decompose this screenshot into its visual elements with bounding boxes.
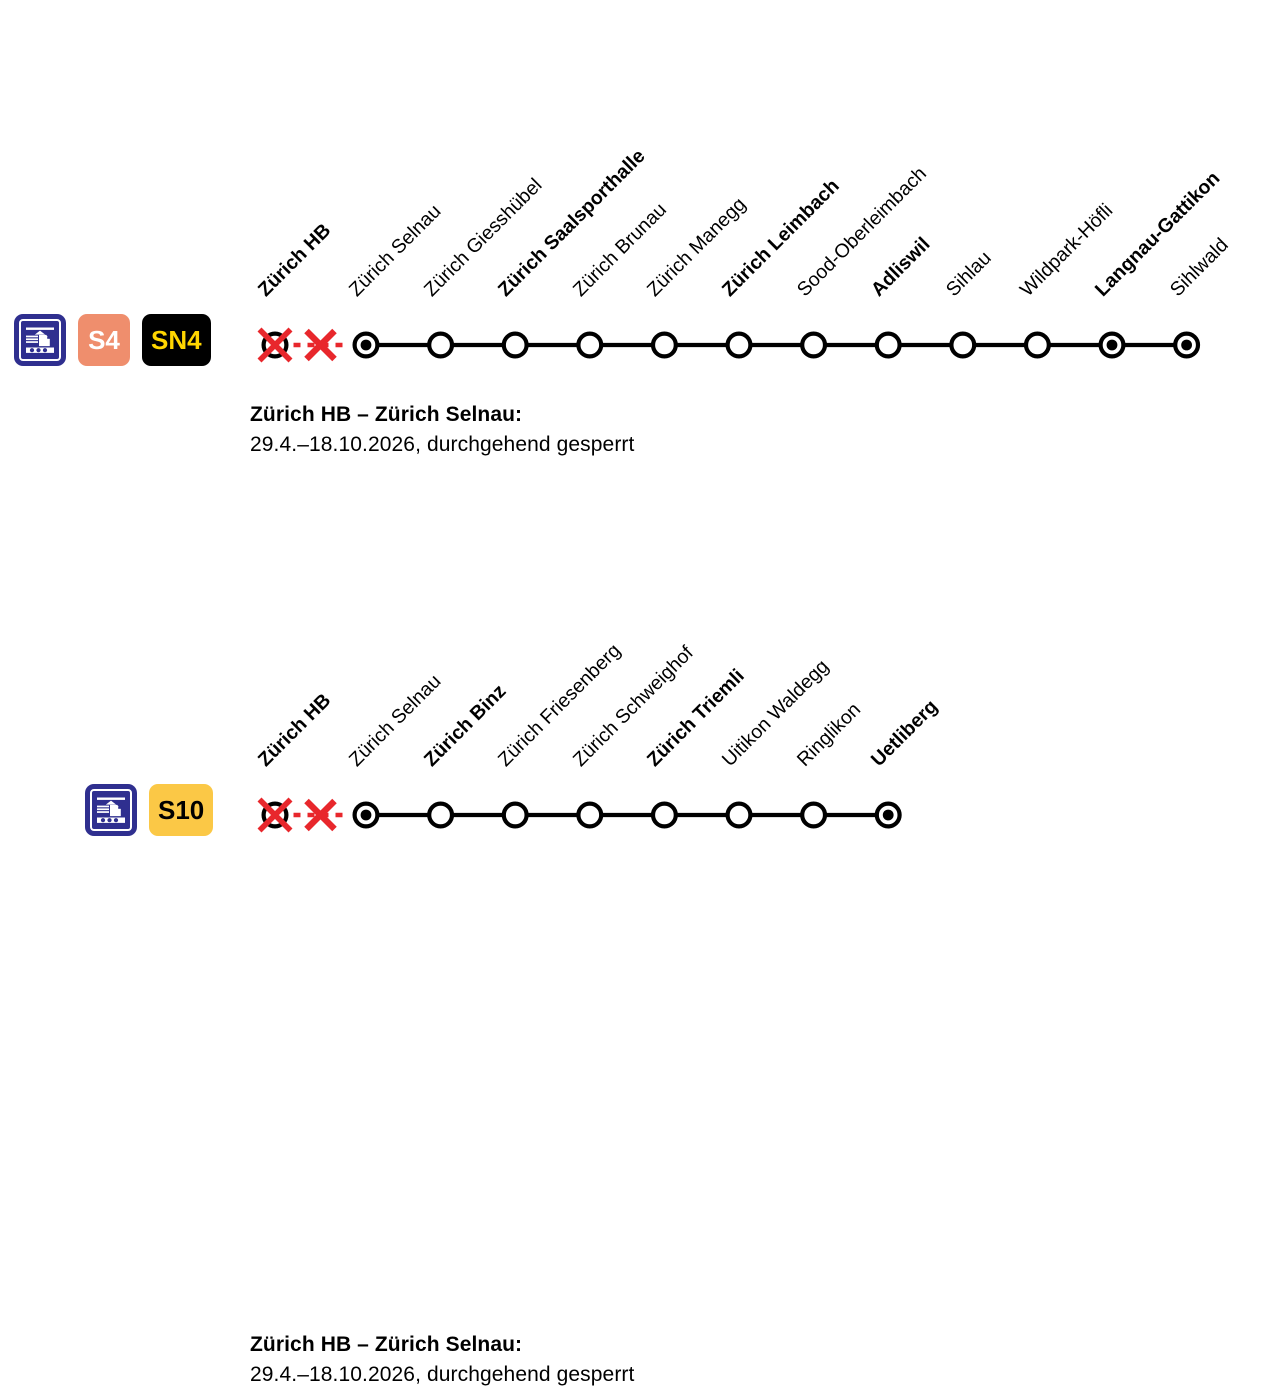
station-closed-cross-icon (257, 327, 293, 363)
station-label: Zürich Friesenberg (493, 639, 626, 771)
station-marker-stop[interactable] (576, 331, 604, 359)
closure-caption-s4: Zürich HB – Zürich Selnau: 29.4.–18.10.2… (250, 400, 634, 461)
station-label: Sood-Oberleimbach (792, 162, 931, 301)
station-marker-stop[interactable] (650, 801, 678, 829)
service-badge-s4[interactable]: S4 (78, 314, 130, 366)
service-badge-sn4[interactable]: SN4 (142, 314, 211, 366)
station-label: Zürich HB (253, 219, 336, 301)
station-marker-stop[interactable] (501, 331, 529, 359)
station-marker-stop[interactable] (800, 801, 828, 829)
closure-caption-title: Zürich HB – Zürich Selnau: (250, 1333, 523, 1356)
station-marker-stop[interactable] (650, 331, 678, 359)
terminus-dot (360, 339, 372, 351)
service-badges-row: S4 SN4 (14, 314, 211, 366)
station-marker-stop[interactable] (427, 331, 455, 359)
station-marker-stop[interactable] (725, 331, 753, 359)
station-marker-stop[interactable] (1023, 331, 1051, 359)
station-marker-stop[interactable] (427, 801, 455, 829)
terminus-dot (360, 809, 372, 821)
station-marker-stop[interactable] (874, 331, 902, 359)
station-marker-stop[interactable] (501, 801, 529, 829)
station-label: Zürich Saalsporthalle (493, 145, 650, 301)
station-marker-stop[interactable] (949, 331, 977, 359)
station-closed-cross-icon (257, 797, 293, 833)
train-icon (14, 314, 66, 366)
closure-caption-detail: 29.4.–18.10.2026, durchgehend gesperrt (250, 433, 635, 457)
train-icon-frame (90, 789, 132, 831)
closure-caption-detail: 29.4.–18.10.2026, durchgehend gesperrt (250, 1363, 635, 1387)
station-label: Zürich HB (253, 689, 336, 771)
service-badge-s10[interactable]: S10 (149, 784, 214, 836)
station-marker-stop[interactable] (576, 801, 604, 829)
closure-caption-s10: Zürich HB – Zürich Selnau: 29.4.–18.10.2… (250, 1330, 634, 1391)
train-icon (85, 784, 137, 836)
terminus-dot (1181, 339, 1192, 351)
terminus-dot (1106, 339, 1118, 351)
station-marker-stop[interactable] (725, 801, 753, 829)
station-label: Langnau-Gattikon (1090, 167, 1225, 301)
route-line-s4 (0, 290, 1280, 390)
closure-cross-icon (304, 328, 337, 362)
terminus-dot (882, 809, 894, 821)
route-line-s10 (0, 760, 1280, 860)
train-icon-frame (19, 319, 61, 361)
closure-caption-title: Zürich HB – Zürich Selnau: (250, 403, 523, 426)
station-marker-stop[interactable] (800, 331, 828, 359)
closure-cross-icon (304, 798, 337, 832)
service-badges-row: S10 (85, 784, 214, 836)
